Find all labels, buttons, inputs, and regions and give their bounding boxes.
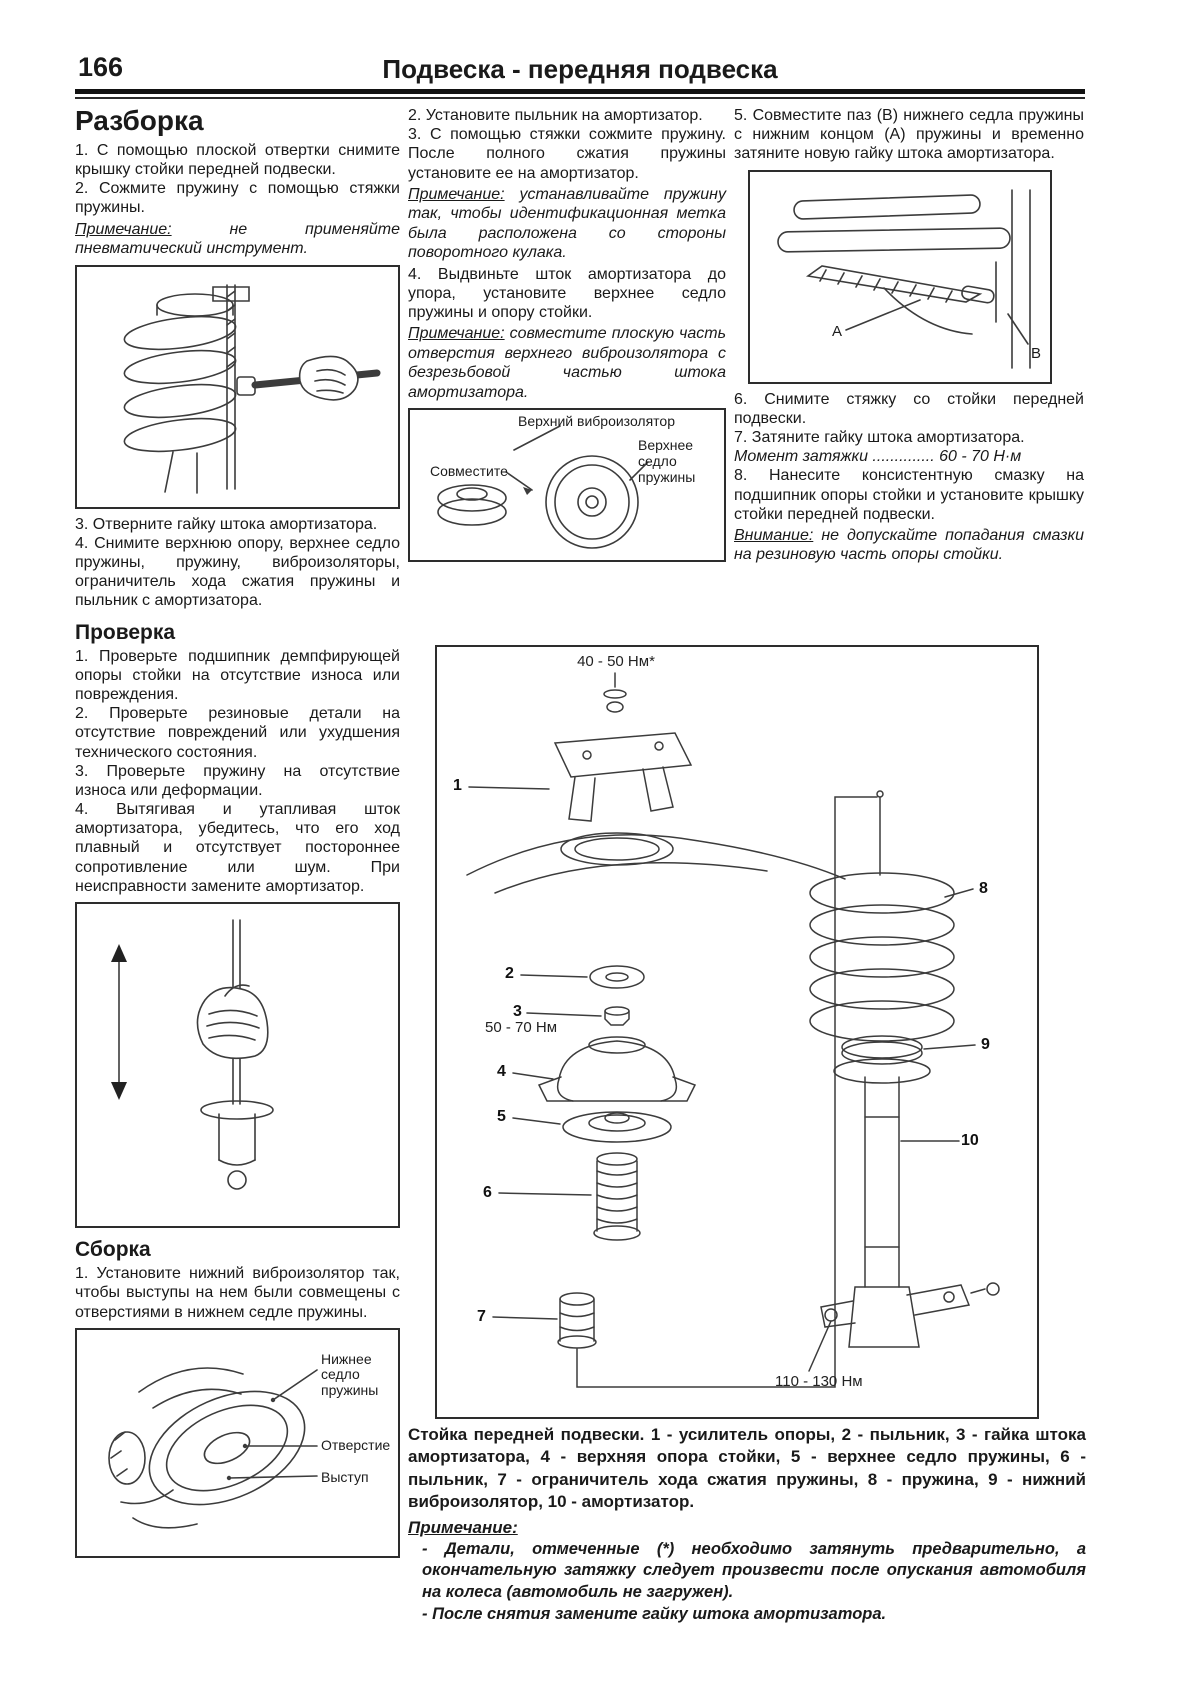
figure-strut-exploded: 40 - 50 Нм* 50 - 70 Нм 110 - 130 Нм 1 2 … (435, 645, 1039, 1419)
label-upper-seat: Верхнее седло пружины (638, 437, 696, 485)
step: 4. Выдвиньте шток амортизатора до упора,… (408, 265, 726, 322)
torque-bottom-label: 110 - 130 Нм (775, 1373, 863, 1390)
page-number: 166 (78, 52, 124, 82)
figure-lower-spring-seat: Нижнее седло пружины Отверстие Выступ (75, 1327, 400, 1558)
label-hole: Отверстие (321, 1436, 391, 1453)
page-title: Подвеска - передняя подвеска (382, 54, 778, 84)
step: 4. Снимите верхнюю опору, верхнее седло … (75, 534, 400, 610)
column-middle: 2. Установите пыльник на амортизатор. 3.… (408, 106, 726, 568)
part-label-7: 7 (477, 1308, 486, 1325)
note-text: совместите плоскую часть отверстия верхн… (408, 325, 726, 401)
label-lug: Выступ (321, 1468, 369, 1485)
part-label-9: 9 (981, 1036, 990, 1053)
warning: Внимание: не допускайте попадания смазки… (734, 526, 1084, 565)
step: 3. Проверьте пружину на отсутствие износ… (75, 762, 400, 799)
caption-note-item: - Детали, отмеченные (*) необходимо затя… (422, 1539, 1086, 1601)
note-label: Примечание: (408, 325, 505, 343)
figure-spring-alignment: A B (748, 169, 1052, 384)
part-label-1: 1 (453, 777, 462, 794)
warning-label: Внимание: (734, 526, 814, 544)
note: Примечание: не применяйте пневматический… (75, 220, 400, 259)
column-right: 5. Совместите паз (B) нижнего седла пруж… (734, 106, 1084, 567)
exploded-caption-block: Стойка передней подвески. 1 - усилитель … (408, 1424, 1086, 1627)
note-text: не применяйте пневматический инструмент. (75, 220, 400, 258)
strut-exploded-drawing (466, 672, 1000, 1388)
note-text: устанавливайте пружину так, чтобы иденти… (408, 185, 726, 262)
note-label: Примечание: (408, 185, 505, 203)
label-align: Совместите (430, 463, 508, 480)
rod-stroke-drawing (111, 919, 274, 1190)
step: 8. Нанесите консистентную смазку на подш… (734, 467, 1084, 523)
torque-spec: Момент затяжки .............. 60 - 70 Н·… (734, 448, 1022, 466)
column-left: Разборка 1. С помощью плоской отвертки с… (75, 105, 400, 1564)
header-rule-thin (75, 97, 1085, 99)
part-label-4: 4 (497, 1063, 506, 1080)
section-title-disassembly: Разборка (75, 105, 204, 136)
note: Примечание: устанавливайте пружину так, … (408, 185, 726, 263)
section-title-assembly: Сборка (75, 1238, 151, 1262)
label-upper-insulator: Верхний виброизолятор (518, 413, 676, 430)
figure-upper-insulator: Верхний виброизолятор Совместите Верхнее… (408, 408, 726, 563)
step: 2. Проверьте резиновые детали на отсутст… (75, 705, 400, 761)
upper-insulator-drawing (437, 425, 649, 550)
part-label-6: 6 (483, 1184, 492, 1201)
step: 5. Совместите паз (B) нижнего седла пруж… (734, 107, 1084, 163)
label-a: A (832, 322, 843, 340)
step: 2. Сожмите пружину с помощью стяжки пруж… (75, 180, 400, 217)
torque-mid-label: 50 - 70 Нм (485, 1019, 558, 1036)
part-label-3: 3 (513, 1003, 522, 1020)
part-label-10: 10 (961, 1132, 979, 1149)
step: 2. Установите пыльник на амортизатор. (408, 107, 703, 124)
lower-seat-drawing (108, 1366, 318, 1529)
step: 1. Установите нижний виброизолятор так, … (75, 1265, 400, 1321)
step: 4. Вытягивая и утапливая шток амортизато… (75, 801, 400, 895)
warning-text: не допускайте попадания смазки на резино… (734, 526, 1084, 564)
label-b: B (1031, 344, 1042, 362)
torque-top-label: 40 - 50 Нм* (577, 653, 655, 670)
step: 7. Затяните гайку штока амортизатора. (734, 428, 1025, 446)
step: 3. С помощью стяжки сожмите пружину. Пос… (408, 126, 726, 182)
step: 1. Проверьте подшипник демпфирующей опор… (75, 647, 400, 703)
figure-rod-stroke-check (75, 902, 400, 1229)
exploded-caption: Стойка передней подвески. 1 - усилитель … (408, 1425, 1086, 1512)
step: 6. Снимите стяжку со стойки передней под… (734, 390, 1084, 427)
note-label: Примечание: (75, 220, 172, 238)
part-label-5: 5 (497, 1108, 506, 1125)
part-label-8: 8 (979, 880, 988, 897)
label-lower-seat: Нижнее седло пружины (321, 1350, 379, 1399)
figure-spring-compressor (75, 264, 400, 509)
step: 3. Отверните гайку штока амортизатора. (75, 515, 378, 533)
caption-note-label: Примечание: (408, 1517, 518, 1537)
part-label-2: 2 (505, 965, 514, 982)
caption-note-item: - После снятия замените гайку штока амор… (422, 1605, 887, 1624)
spring-alignment-drawing (777, 188, 1031, 369)
section-title-check: Проверка (75, 620, 176, 644)
spring-compressor-drawing (123, 283, 381, 494)
step: 1. С помощью плоской отвертки снимите кр… (75, 141, 400, 178)
header-rule-thick (75, 89, 1085, 94)
note: Примечание: совместите плоскую часть отв… (408, 324, 726, 402)
